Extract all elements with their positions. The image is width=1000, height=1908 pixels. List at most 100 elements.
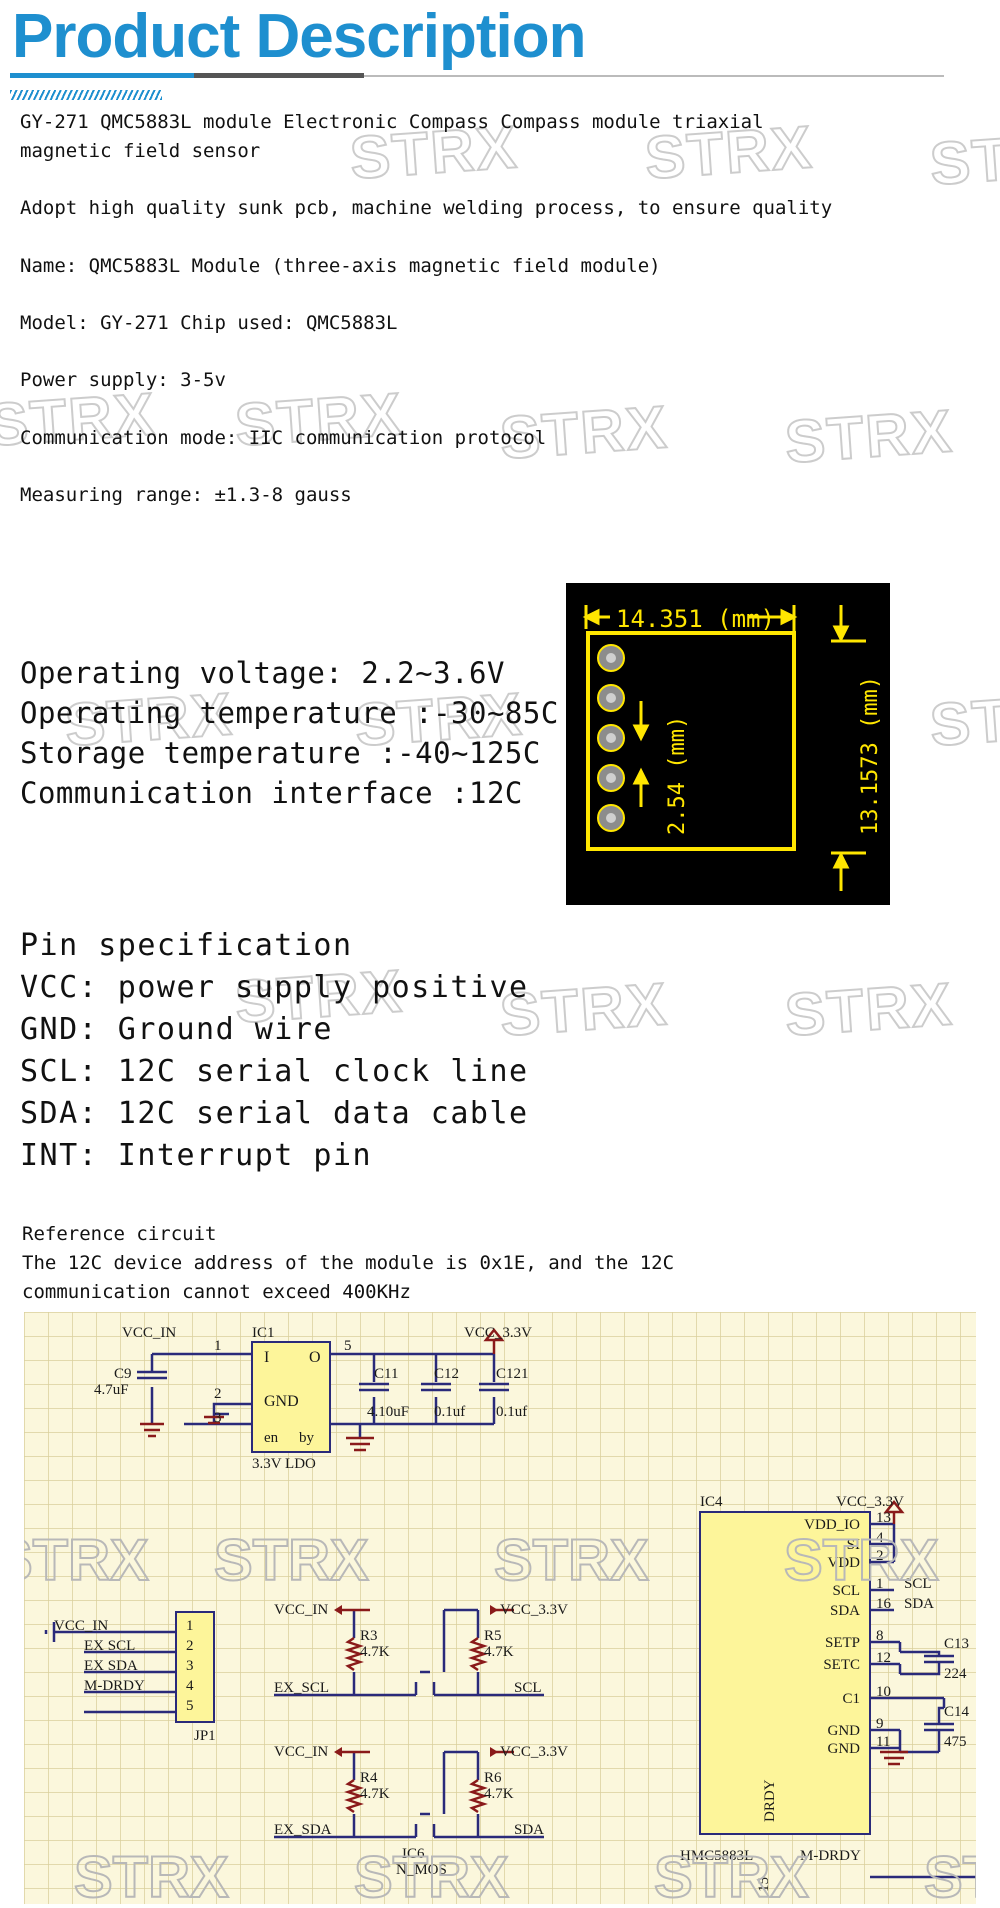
intro-line: Communication mode: IIC communication pr… (20, 427, 547, 449)
label-sda: SDA (514, 1822, 544, 1838)
pin-item: GND: Ground wire (20, 1012, 333, 1047)
label-jp1: JP1 (194, 1728, 216, 1744)
dimension-diagram: 14.351 (mm) 13.1573 (mm) 2.54 (mm) (566, 583, 890, 905)
intro-line: GY-271 QMC5883L module Electronic Compas… (20, 111, 764, 162)
ic4-pin-label: SCL (832, 1583, 860, 1599)
width-label: 14.351 (mm) (616, 605, 775, 633)
intro-line: Measuring range: ±1.3-8 gauss (20, 484, 352, 506)
pin-item: VCC: power supply positive (20, 970, 529, 1005)
watermark: STRX (784, 1528, 939, 1593)
jp1-pin-label: EX SCL (84, 1638, 135, 1654)
jp1-pin-num: 4 (186, 1678, 194, 1694)
label-vcc-33: VCC_3.3V (836, 1494, 904, 1510)
watermark: STRX (214, 1528, 369, 1593)
reference-title: Reference circuit (22, 1223, 217, 1245)
ic4-pin-num: 13 (876, 1510, 891, 1526)
value-r5: 4.7K (484, 1644, 514, 1660)
value-r3: 4.7K (360, 1644, 390, 1660)
label-ic6: IC6 (402, 1846, 425, 1862)
ic1-gnd: GND (264, 1393, 299, 1410)
label-c9: C9 (114, 1366, 132, 1382)
pin-item: SDA: 12C serial data cable (20, 1096, 529, 1131)
title-underline-light (364, 75, 944, 77)
label-scl: SCL (514, 1680, 542, 1696)
ic4-pin-label: SDA (830, 1603, 860, 1619)
label-vcc-in: VCC_IN (274, 1602, 328, 1618)
label-ex-sda: EX_SDA (274, 1822, 332, 1838)
label-c121: C121 (496, 1366, 529, 1382)
height-label: 13.1573 (mm) (858, 676, 883, 835)
jp1-pin-label: VCC_IN (54, 1618, 108, 1634)
ic1-by: by (299, 1430, 315, 1446)
jp1-pin-num: 1 (186, 1618, 194, 1634)
ic1-pin-o: O (309, 1349, 321, 1366)
title-underline-dark (194, 73, 364, 78)
ic1-en: en (264, 1430, 279, 1446)
reference-circuit-schematic: VCC_IN IC1 VCC_3.3V I O GND en by 3.3V L… (0, 1312, 1000, 1908)
label-ic1: IC1 (252, 1325, 275, 1341)
ic4-pin-label: SETP (825, 1635, 860, 1651)
intro-line: Name: QMC5883L Module (three-axis magnet… (20, 255, 661, 277)
pin-spec-title: Pin specification (20, 928, 353, 963)
pin-hole (606, 653, 616, 663)
pin-hole (606, 773, 616, 783)
jp1-pin-label: M-DRDY (84, 1678, 145, 1694)
label-r6: R6 (484, 1770, 502, 1786)
ic1-pin-num: 3 (214, 1410, 222, 1426)
watermark: STRX (654, 1845, 809, 1904)
value-c11: 4.10uF (367, 1404, 409, 1420)
label-vcc-33: VCC_3.3V (500, 1744, 568, 1760)
ic4-pin-label: VDD (828, 1555, 861, 1571)
label-vcc-33: VCC_3.3V (500, 1602, 568, 1618)
title-underline-accent (10, 73, 194, 78)
watermark: STRX (924, 1845, 976, 1904)
ic4-pin-num: 15 (756, 1877, 772, 1892)
value-c13: 224 (944, 1666, 967, 1682)
jp1-pin-num: 3 (186, 1658, 194, 1674)
ic1-pin-i: I (264, 1349, 269, 1366)
pin-item: INT: Interrupt pin (20, 1138, 373, 1173)
ic1-pin-num: 1 (214, 1338, 222, 1354)
watermark: STRX (782, 969, 956, 1050)
value-c12: 0.1uf (434, 1404, 465, 1420)
jp1-pin-num: 5 (186, 1698, 194, 1714)
jp1-pin-num: 2 (186, 1638, 194, 1654)
ic1-pin-num: 2 (214, 1386, 222, 1402)
ic4-scl-out: SCL (904, 1576, 932, 1592)
label-c11: C11 (374, 1366, 398, 1382)
pin-pads (597, 644, 625, 832)
ic4-pin-label: C1 (842, 1691, 860, 1707)
label-r3: R3 (360, 1628, 378, 1644)
ic4-pin-num: 9 (876, 1716, 884, 1732)
ic4-pin-num: 10 (876, 1684, 891, 1700)
spec-line: Communication interface :12C (20, 776, 523, 810)
ic1-name: 3.3V LDO (252, 1456, 316, 1472)
reference-line: The 12C device address of the module is … (22, 1252, 675, 1274)
spec-line: Storage temperature :-40~125C (20, 736, 541, 770)
pin-hole (606, 693, 616, 703)
ic4-pin-num: 12 (876, 1650, 891, 1666)
label-ex-scl: EX_SCL (274, 1680, 329, 1696)
label-c14: C14 (944, 1704, 970, 1720)
decorative-hatch (10, 90, 162, 100)
watermark: STRX (927, 679, 1000, 760)
watermark: STRX (354, 1845, 509, 1904)
label-vcc-33: VCC_3.3V (464, 1325, 532, 1341)
ic4-pin-num: 1 (876, 1576, 884, 1592)
ic4-pin-label: SI (847, 1537, 860, 1553)
label-vcc-in: VCC_IN (274, 1744, 328, 1760)
label-ic4: IC4 (700, 1494, 723, 1510)
pin-hole (606, 813, 616, 823)
ic4-pin-num: 11 (876, 1734, 890, 1750)
watermark: STRX (494, 1528, 649, 1593)
watermark: STRX (927, 118, 1000, 199)
value-c121: 0.1uf (496, 1404, 527, 1420)
jp1-pin-label: EX SDA (84, 1658, 138, 1674)
label-r5: R5 (484, 1628, 502, 1644)
ic1-pin-num: 5 (344, 1338, 352, 1354)
ic4-drdy: DRDY (762, 1779, 778, 1822)
ic4-pin-label: SETC (823, 1657, 860, 1673)
ic4-pin-num: 8 (876, 1628, 884, 1644)
label-c12: C12 (434, 1366, 459, 1382)
spec-line: Operating temperature :-30~85C (20, 696, 559, 730)
